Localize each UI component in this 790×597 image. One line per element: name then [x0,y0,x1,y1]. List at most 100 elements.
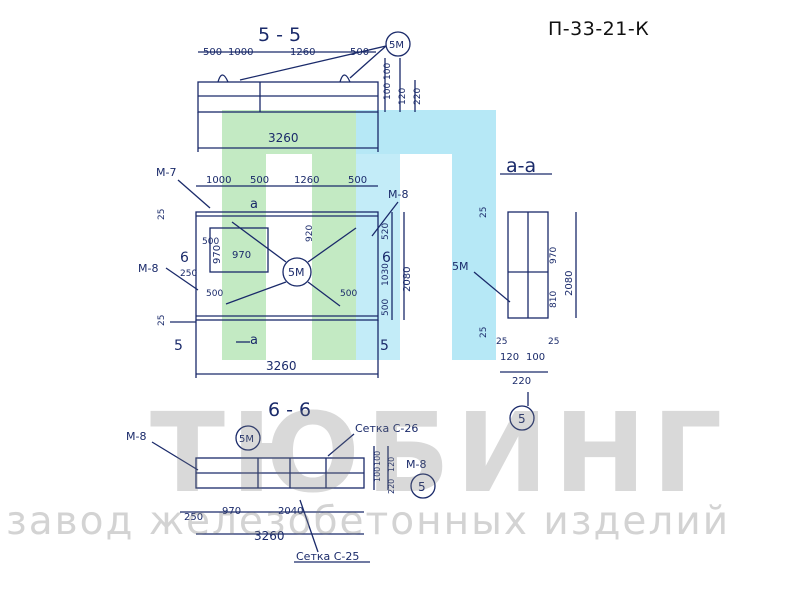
dim-label: 2080 [402,267,413,292]
section-5-5: 5 - 5 500 1000 1260 500 5М 100 100 120 2… [197,24,423,152]
section-5-5-title: 5 - 5 [258,24,301,46]
mark-label: М-7 [156,166,176,179]
dim-label: 920 [305,225,315,242]
lifting-loop [217,74,229,83]
dim-label: 25 [157,315,167,326]
mark-label: М-8 [388,188,408,201]
dim-label: 1000 [228,47,253,58]
dim-label: 500 [250,175,269,186]
mark-label: М-8 [138,262,158,275]
section-label: а [250,333,258,348]
dim-label: 120 [398,88,408,105]
section-label: 6 [382,250,391,266]
dim-label: 2080 [564,271,575,296]
ref-label: 5 [418,480,426,494]
leader-line [231,221,287,263]
dim-label: 100 [373,451,382,466]
lifting-loop [339,74,351,83]
leader-line [151,441,199,471]
dim-label: 120 [387,457,396,472]
dim-label: 100 [373,467,382,482]
mesh-label: Сетка С-26 [355,422,418,435]
length-label: 3260 [266,359,297,373]
ref-circle [410,473,436,499]
leader-line [307,227,357,263]
dim-label: 25 [479,207,489,218]
dim-label: 1030 [381,263,391,286]
dim-label: 1260 [294,175,319,186]
dim-label: 100 [383,63,393,80]
opening [209,227,269,273]
dim-label: 520 [381,223,391,240]
mesh-label: Сетка С-25 [296,550,359,563]
plan-outline [195,211,379,321]
dim-label: 220 [387,479,396,494]
dim-label: 1260 [290,47,315,58]
section-label: 5 [174,338,183,354]
callout-label: 5М [239,434,254,445]
dim-label: 500 [206,289,223,299]
leader-line [371,201,399,237]
dim-label: 100 [526,352,545,363]
dim-label: 500 [340,289,357,299]
section-label: 5 [380,338,389,354]
dim-label: 970 [232,250,251,261]
watermark-green-block [266,110,356,154]
leader-line [327,433,355,457]
callout-label: 5М [452,260,469,273]
section-label: а [250,197,258,212]
leader-line [349,45,387,79]
watermark-subtitle: завод железобетонных изделий [6,499,731,544]
callout-circle [282,257,312,287]
callout-label: 5М [389,40,404,51]
watermark-green-block [312,154,356,360]
dim-label: 220 [512,376,531,387]
ref-circle [509,405,535,431]
mark-label: М-8 [406,458,426,471]
dim-label: 25 [548,337,559,347]
watermark-green-block [222,110,266,360]
callout-circle [385,31,411,57]
beam-outline [197,81,379,113]
dim-label: 500 [202,237,219,247]
length-label: 3260 [254,529,285,543]
watermark-cyan-block [452,154,496,360]
leader-line [239,45,387,81]
dim-label: 500 [203,47,222,58]
mark-label: М-8 [126,430,146,443]
section-a-a-title: а-а [506,155,536,177]
dim-label: 500 [348,175,367,186]
dim-label: 1000 [206,175,231,186]
dim-label: 2040 [278,506,303,517]
leader-line [299,499,319,553]
leader-line [165,267,199,291]
dim-label: 810 [549,291,559,308]
section-label: 6 [180,250,189,266]
ref-label: 5 [518,412,526,426]
watermark-cyan-block [356,110,496,154]
section-a-a: а-а 25 970 810 2080 25 5М 25 120 100 25 … [452,155,577,431]
dim-label: 500 [381,299,391,316]
section-6-6: 6 - 6 М-8 5М Сетка С-26 М-8 100 100 120 … [126,399,436,563]
leader-line [225,281,287,305]
leader-line [473,271,511,303]
section-6-6-title: 6 - 6 [268,399,311,421]
drawing-code: П-33-21-К [548,18,650,40]
dim-label: 25 [496,337,507,347]
dim-label: 100 [383,83,393,100]
callout-circle [235,425,261,451]
dim-label: 970 [212,245,223,264]
dim-label: 25 [479,327,489,338]
watermark-brand: ТЮБИНГ [150,389,729,517]
leader-line [177,179,211,209]
dim-label: 970 [549,247,559,264]
plan-view: 1000 500 1260 500 М-7 25 970 970 500 920… [138,166,413,378]
callout-label: 5М [288,266,305,279]
dim-label: 25 [157,209,167,220]
dim-label: 250 [184,512,203,523]
dim-label: 970 [222,506,241,517]
length-label: 3260 [268,131,299,145]
dim-label: 220 [413,88,423,105]
